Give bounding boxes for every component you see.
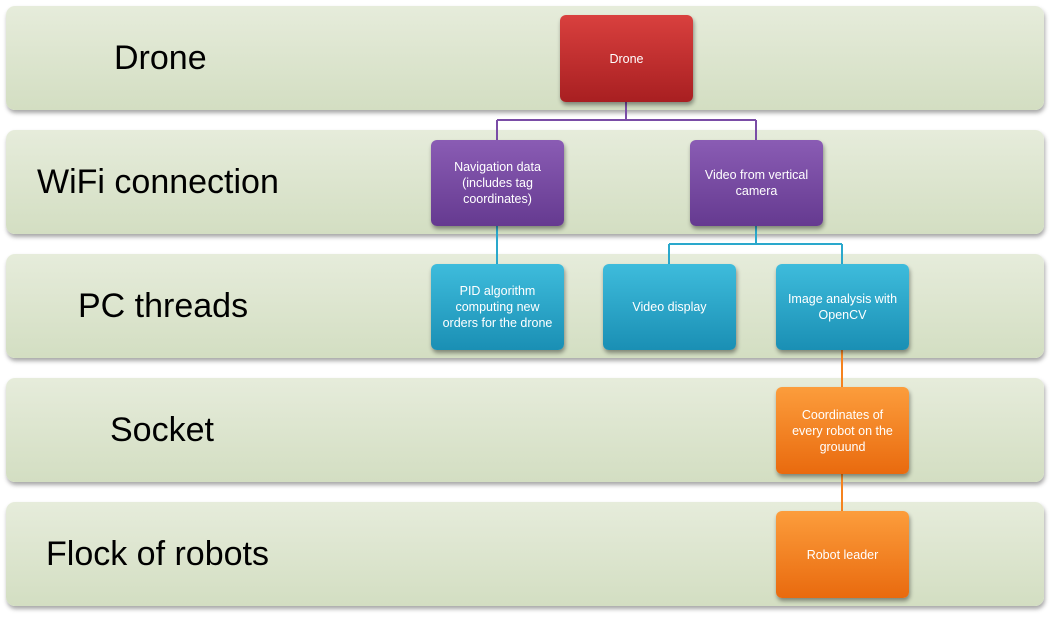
node-video-display-label: Video display	[632, 300, 707, 314]
node-video-vertical-camera: Video from vertical camera	[690, 140, 823, 226]
node-pid-algorithm-label: PID algorithm computing new orders for t…	[442, 284, 553, 330]
band-drone	[6, 6, 1044, 110]
node-video-vertical-camera-label: Video from vertical camera	[704, 168, 809, 198]
band-label-drone: Drone	[114, 39, 207, 77]
node-robot-leader-label: Robot leader	[806, 547, 879, 562]
node-drone: Drone	[560, 15, 693, 102]
node-pid-algorithm: PID algorithm computing new orders for t…	[431, 264, 564, 350]
node-image-analysis-label: Image analysis with OpenCV	[787, 292, 898, 322]
node-navigation-data: Navigation data (includes tag coordinate…	[431, 140, 564, 226]
node-coordinates: Coordinates of every robot on the grouun…	[776, 387, 909, 474]
node-drone-label: Drone	[609, 51, 644, 66]
node-navigation-data-label: Navigation data (includes tag coordinate…	[454, 160, 541, 206]
node-image-analysis: Image analysis with OpenCV	[776, 264, 909, 350]
band-label-pc: PC threads	[78, 287, 249, 325]
band-label-socket: Socket	[110, 411, 214, 449]
node-coordinates-label: Coordinates of every robot on the grouun…	[792, 407, 893, 454]
band-label-flock: Flock of robots	[46, 535, 269, 573]
node-robot-leader: Robot leader	[776, 511, 909, 598]
node-video-display: Video display	[603, 264, 736, 350]
band-label-wifi: WiFi connection	[37, 163, 279, 201]
